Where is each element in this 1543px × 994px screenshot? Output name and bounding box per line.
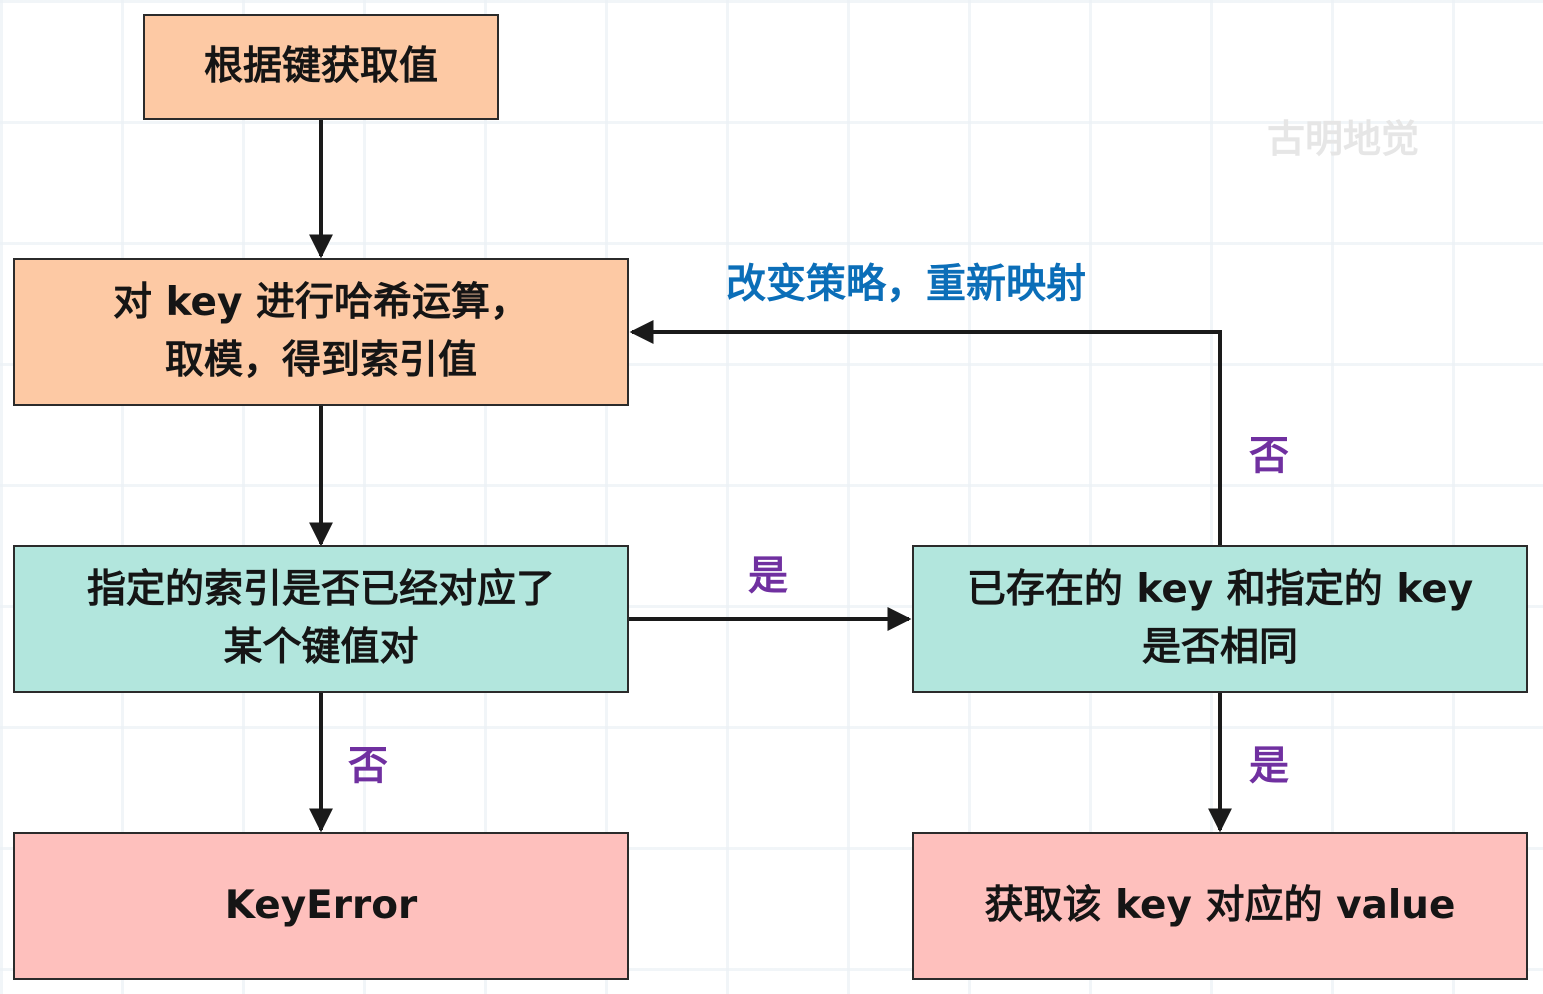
arrow-compare-back-to-hash (629, 320, 1222, 545)
label-index-yes: 是 (748, 553, 788, 599)
label-index-no: 否 (348, 743, 388, 789)
node-key-error: KeyError (13, 832, 629, 980)
label-compare-yes: 是 (1249, 743, 1289, 789)
node-hash-key: 对 key 进行哈希运算， 取模，得到索引值 (13, 258, 629, 406)
node-index-check: 指定的索引是否已经对应了 某个键值对 (13, 545, 629, 693)
label-rehash: 改变策略，重新映射 (726, 261, 1086, 307)
node-return-value: 获取该 key 对应的 value (912, 832, 1528, 980)
node-get-value: 根据键获取值 (143, 14, 499, 120)
node-key-compare: 已存在的 key 和指定的 key 是否相同 (912, 545, 1528, 693)
label-compare-no: 否 (1249, 433, 1289, 479)
watermark: 古明地觉 (1267, 117, 1420, 161)
